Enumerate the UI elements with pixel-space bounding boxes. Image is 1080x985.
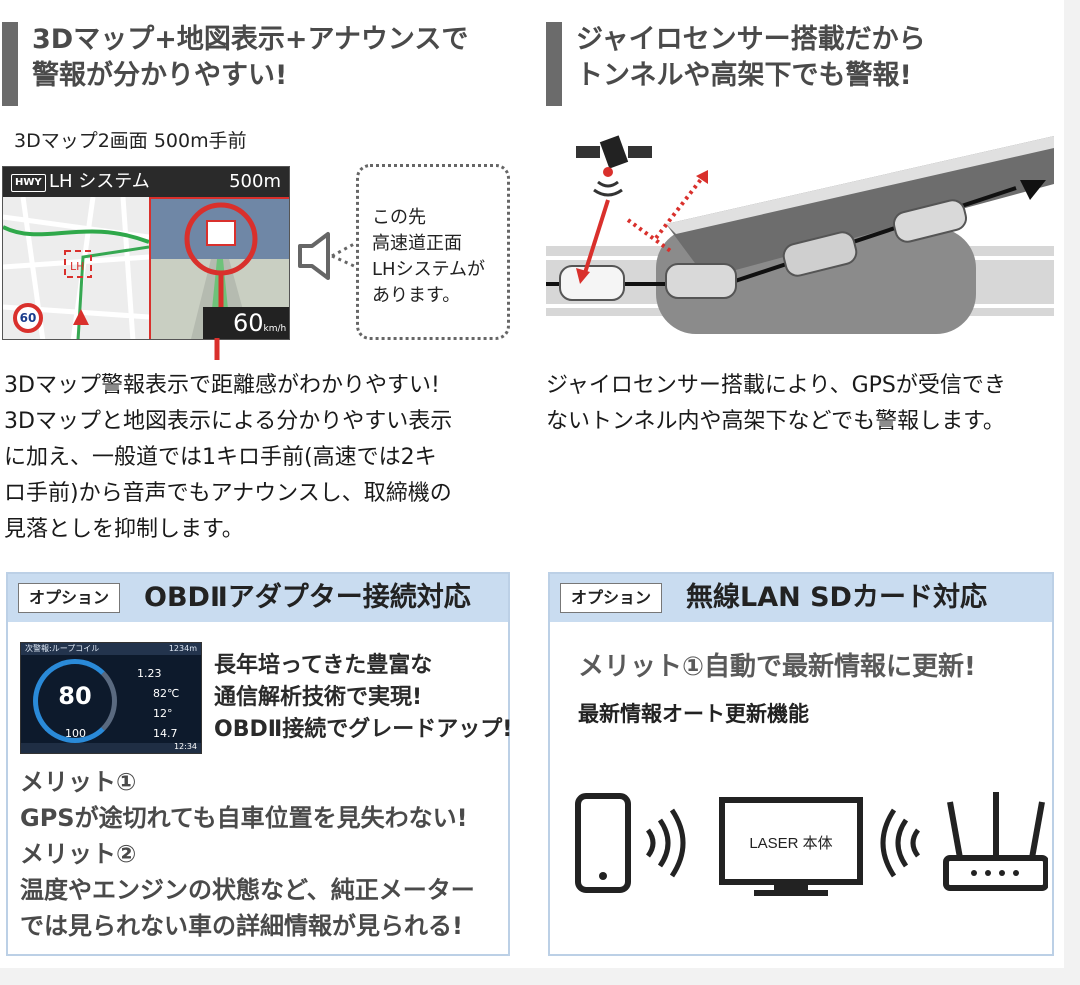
body-line: 3Dマップと地図表示による分かりやすい表示 [4, 409, 453, 434]
merit-line: 温度やエンジンの状態など、純正メーター [20, 876, 475, 904]
bubble-line: LHシステムが [372, 259, 486, 280]
map-2d: LH 60 [3, 196, 150, 339]
body-line: ロ手前)から音声でもアナウンスし、取締機の [4, 481, 452, 506]
heading-gyro: ジャイロセンサー搭載だから トンネルや高架下でも警報! [546, 22, 1056, 106]
panel-title: 無線LAN SDカード対応 [686, 582, 987, 613]
bubble-line: 高速道正面 [372, 233, 462, 254]
speed-limit-sign: 60 [13, 303, 43, 333]
body-text-gyro: ジャイロセンサー搭載により、GPSが受信でき ないトンネル内や高架下などでも警報… [546, 368, 1006, 440]
device-diagram: LASER 本体 [575, 792, 1048, 896]
obd-temp: 82℃ [153, 687, 180, 700]
merit-line: メリット② [20, 840, 137, 868]
obd-value-a: 100 [65, 727, 86, 740]
right-edge-strip [1064, 0, 1080, 985]
hwy-badge: HWY [11, 174, 46, 192]
laser-unit-icon: LASER 本体 [719, 797, 863, 896]
obd-rpm: 1.23 [137, 667, 162, 680]
heading-line: ジャイロセンサー搭載だから [576, 24, 926, 55]
pointer-line [214, 338, 220, 360]
speaker-icon [298, 232, 355, 280]
obd-clock: 12:34 [173, 742, 197, 751]
body-line: ジャイロセンサー搭載により、GPSが受信でき [546, 373, 1006, 398]
panel-header: オプション OBDⅡアダプター接続対応 [8, 574, 508, 622]
nav-title-bar: HWY LH システム 500m [3, 167, 289, 197]
nav-screenshot: HWY LH システム 500m LH 60 60km/h [2, 166, 290, 340]
map-3d: 60km/h [149, 197, 289, 339]
panel-title: OBDⅡアダプター接続対応 [144, 582, 471, 613]
nav-distance: 500m [229, 171, 281, 192]
body-line: 見落としを抑制します。 [4, 517, 244, 542]
laser-unit-label: LASER 本体 [749, 835, 832, 852]
body-line: に加え、一般道では1キロ手前(高速では2キ [4, 445, 437, 470]
current-speed: 60 [233, 309, 264, 337]
bottom-edge-strip [0, 968, 1080, 985]
heading-line: トンネルや高架下でも警報! [576, 60, 912, 91]
bubble-line: あります。 [372, 285, 461, 306]
desc-line: 通信解析技術で実現! [214, 685, 423, 710]
gyro-illustration [546, 135, 1054, 334]
panel-wireless-lan: オプション 無線LAN SDカード対応 メリット①自動で最新情報に更新! 最新情… [548, 572, 1054, 956]
obd-screenshot: 次警報:ループコイル 1234m 80 1.23 82℃ 12° 100 14.… [20, 642, 202, 754]
panel-obd: オプション OBDⅡアダプター接続対応 次警報:ループコイル 1234m 80 … [6, 572, 512, 956]
map-2d-roads: LH [3, 196, 150, 339]
obd-merits: メリット① GPSが途切れても自車位置を見失わない! メリット② 温度やエンジン… [20, 764, 475, 944]
obd-next-alert: 次警報:ループコイル [25, 644, 100, 653]
desc-line: OBDⅡ接続でグレードアップ! [214, 717, 513, 742]
nav-title: LH システム [49, 171, 150, 192]
obd-speed: 80 [58, 682, 92, 710]
body-line: ないトンネル内や高架下などでも警報します。 [546, 409, 1005, 434]
svg-text:LH: LH [70, 260, 84, 273]
obd-bottom-bar: 12:34 [21, 742, 201, 753]
satellite-icon [576, 135, 652, 197]
smartphone-icon [575, 793, 631, 893]
desc-line: 長年培ってきた豊富な [214, 653, 433, 678]
obd-description: 長年培ってきた豊富な 通信解析技術で実現! OBDⅡ接続でグレードアップ! [214, 650, 512, 746]
obd-angle: 12° [153, 707, 173, 720]
lan-subtitle: 最新情報オート更新機能 [578, 702, 809, 726]
wifi-waves-left-icon [645, 808, 686, 878]
wifi-waves-right-icon [880, 808, 921, 878]
heading-line: 3Dマップ+地図表示+アナウンスで [32, 24, 469, 55]
speed-unit: km/h [263, 324, 287, 334]
lan-merit: メリット①自動で最新情報に更新! [578, 652, 976, 682]
option-badge: オプション [18, 583, 121, 613]
screen-caption: 3Dマップ2画面 500m手前 [14, 130, 247, 152]
obd-top-bar: 次警報:ループコイル 1234m [21, 643, 201, 655]
merit-line: メリット① [20, 768, 137, 796]
option-badge: オプション [560, 583, 663, 613]
heading-line: 警報が分かりやすい! [32, 60, 288, 91]
obd-distance: 1234m [168, 644, 197, 653]
merit-line: では見られない車の詳細情報が見られる! [20, 912, 463, 940]
body-text-3d-map: 3Dマップ警報表示で距離感がわかりやすい! 3Dマップと地図表示による分かりやす… [4, 368, 452, 548]
router-icon [943, 792, 1048, 891]
announce-bubble: この先 高速道正面 LHシステムが あります。 [356, 164, 510, 340]
obd-speed-gauge: 80 [33, 659, 117, 743]
bubble-line: この先 [372, 207, 426, 228]
body-line: 3Dマップ警報表示で距離感がわかりやすい! [4, 373, 440, 398]
heading-3d-map: 3Dマップ+地図表示+アナウンスで 警報が分かりやすい! [2, 22, 522, 106]
obd-value-b: 14.7 [153, 727, 178, 740]
speed-display: 60km/h [203, 307, 289, 339]
panel-header: オプション 無線LAN SDカード対応 [550, 574, 1052, 622]
merit-line: GPSが途切れても自車位置を見失わない! [20, 804, 468, 832]
